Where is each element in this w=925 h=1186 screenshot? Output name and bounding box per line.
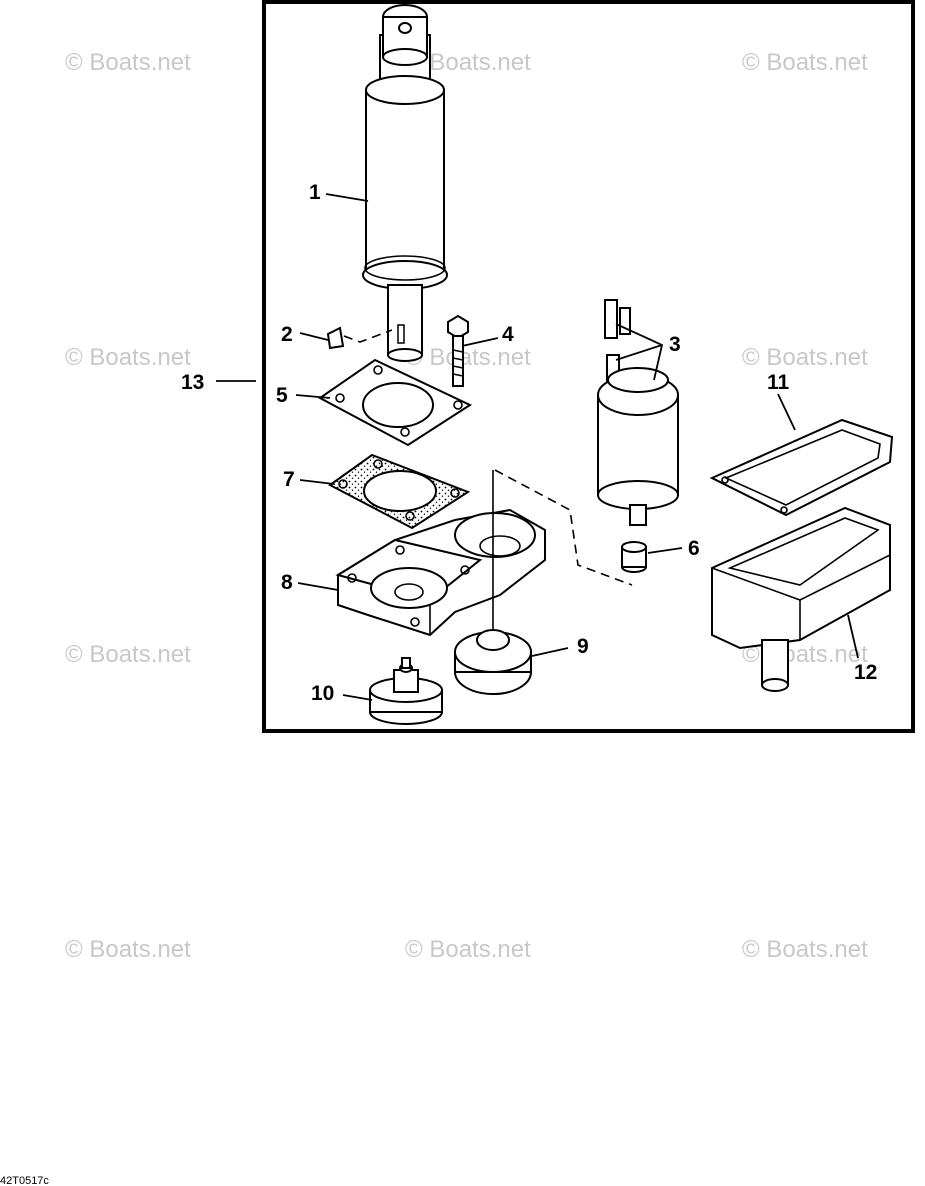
- diagram-frame: [262, 0, 915, 733]
- leader-lines: [216, 193, 859, 701]
- watermark-layer: © Boats.net © Boats.net © Boats.net © Bo…: [65, 49, 868, 963]
- part-2-key: [326, 326, 393, 350]
- callout-5: 5: [276, 384, 288, 407]
- part-3-motor: [597, 299, 679, 526]
- callout-10: 10: [311, 682, 334, 705]
- part-5-plate: [318, 358, 473, 447]
- part-12-cover: [711, 506, 891, 692]
- callout-6: 6: [688, 537, 700, 560]
- watermark: © Boats.net: [65, 641, 191, 668]
- callout-1: 1: [309, 181, 321, 204]
- part-10-gear: [369, 657, 443, 725]
- callout-8: 8: [281, 571, 293, 594]
- callout-12: 12: [854, 661, 877, 684]
- watermark: © Boats.net: [742, 936, 868, 963]
- figure-code: 42T0517c: [0, 1175, 49, 1186]
- callout-11: 11: [767, 371, 790, 394]
- alignment-line: [494, 469, 633, 586]
- part-4-bolt: [447, 314, 469, 387]
- callout-4: 4: [502, 323, 514, 346]
- watermark: © Boats.net: [742, 344, 868, 371]
- watermark: © Boats.net: [65, 49, 191, 76]
- watermark: © Boats.net: [405, 936, 531, 963]
- watermark: © Boats.net: [405, 344, 531, 371]
- part-6-pinion: [621, 541, 647, 573]
- callout-9: 9: [577, 635, 589, 658]
- watermark: © Boats.net: [742, 49, 868, 76]
- callout-13: 13: [181, 371, 204, 394]
- part-7-gasket: [328, 453, 471, 530]
- callout-2: 2: [281, 323, 293, 346]
- callout-3: 3: [669, 333, 681, 356]
- callout-labels: 1 2 3 4 5 6 7 8 9 10 11 12 13: [181, 181, 877, 705]
- part-8-gear-housing: [335, 508, 546, 637]
- callout-7: 7: [283, 468, 295, 491]
- part-1-drive-shaft: [362, 4, 448, 362]
- part-11-cover-gasket: [709, 418, 894, 517]
- watermark: © Boats.net: [65, 344, 191, 371]
- watermark: © Boats.net: [65, 936, 191, 963]
- part-9-gear: [454, 629, 532, 695]
